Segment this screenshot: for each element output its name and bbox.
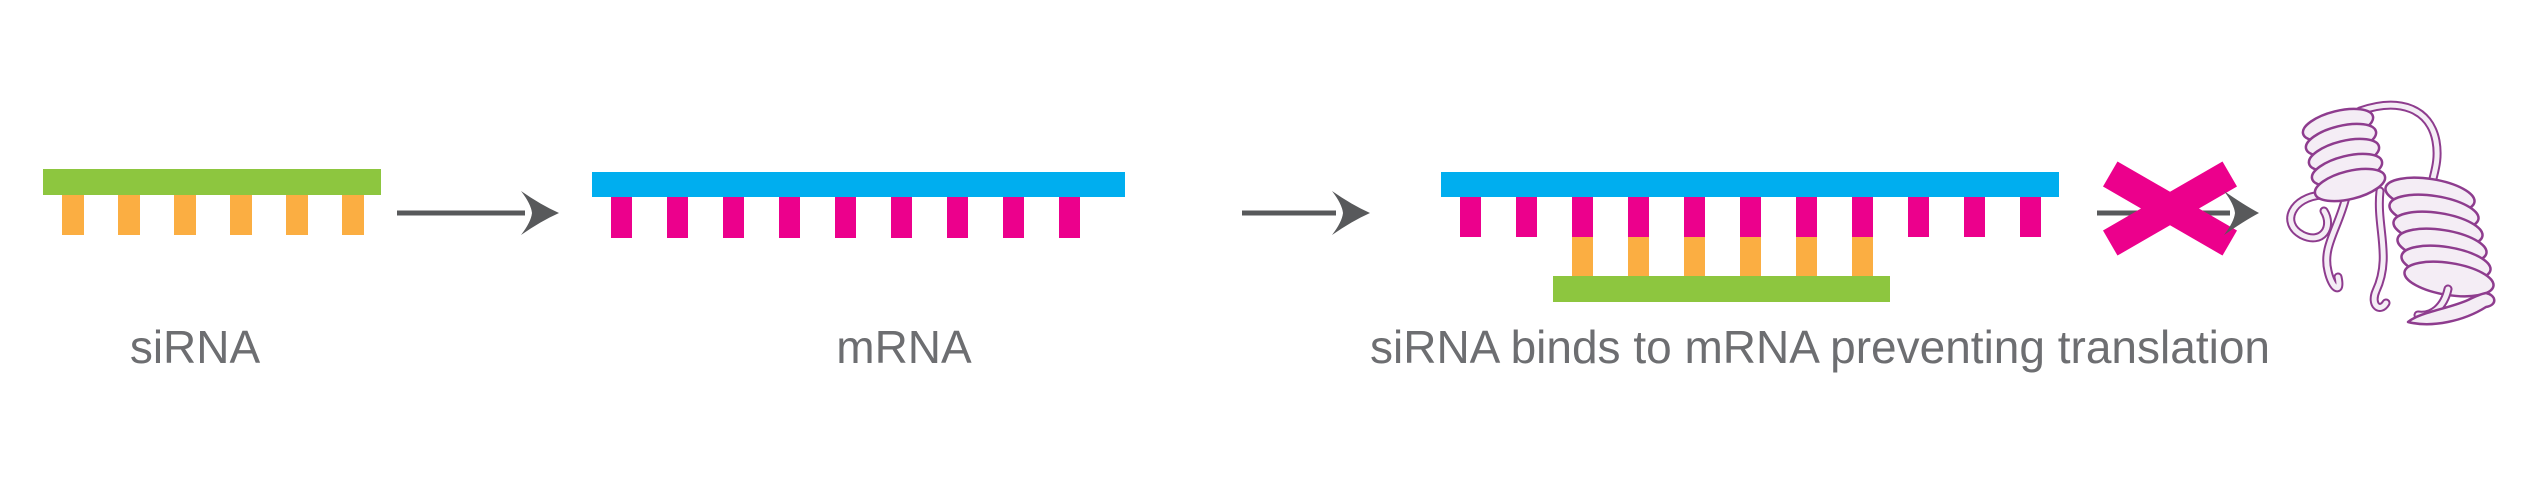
- base-tooth: [835, 197, 856, 238]
- blocked-translation-symbol: [2097, 161, 2259, 256]
- base-tooth: [1003, 197, 1024, 238]
- protein-helix-right: [2384, 176, 2495, 298]
- base-tooth: [1908, 197, 1929, 237]
- base-tooth: [1852, 197, 1873, 237]
- base-tooth: [947, 197, 968, 238]
- complex-sirna-paired-bases: [1572, 237, 1873, 276]
- base-tooth: [779, 197, 800, 238]
- base-tooth: [118, 195, 140, 235]
- right-arrow-icon: [1242, 191, 1370, 235]
- complex-label: siRNA binds to mRNA preventing translati…: [1370, 321, 2270, 373]
- right-arrow-icon: [397, 191, 559, 235]
- base-tooth: [1628, 197, 1649, 237]
- protein-tail: [2406, 284, 2496, 326]
- base-tooth: [1740, 197, 1761, 237]
- base-tooth: [1628, 237, 1649, 276]
- complex-sirna-backbone: [1553, 276, 1890, 302]
- base-tooth: [1572, 197, 1593, 237]
- x-cross-icon: [2102, 161, 2238, 256]
- base-tooth: [1964, 197, 1985, 237]
- sirna-label: siRNA: [129, 321, 261, 373]
- base-tooth: [1516, 197, 1537, 237]
- base-tooth: [891, 197, 912, 238]
- base-tooth: [1796, 237, 1817, 276]
- protein-helix-left: [2301, 107, 2387, 203]
- base-tooth: [1460, 197, 1481, 237]
- mrna-bases: [611, 197, 1080, 238]
- base-tooth: [723, 197, 744, 238]
- base-tooth: [1740, 237, 1761, 276]
- base-tooth: [667, 197, 688, 238]
- mrna-label: mRNA: [836, 321, 972, 373]
- base-tooth: [1796, 197, 1817, 237]
- sirna-backbone: [43, 169, 381, 195]
- base-tooth: [611, 197, 632, 238]
- protein-ribbon-icon: [2286, 100, 2496, 326]
- complex-mrna-backbone: [1441, 172, 2059, 197]
- base-tooth: [286, 195, 308, 235]
- mrna-molecule: [592, 172, 1125, 242]
- base-tooth: [62, 195, 84, 235]
- base-tooth: [1852, 237, 1873, 276]
- mrna-backbone: [592, 172, 1125, 197]
- complex-mrna-bases: [1460, 197, 2041, 237]
- base-tooth: [2020, 197, 2041, 237]
- sirna-bases: [62, 195, 364, 235]
- base-tooth: [1572, 237, 1593, 276]
- base-tooth: [1684, 237, 1705, 276]
- base-tooth: [1684, 197, 1705, 237]
- sirna-mrna-complex: [1441, 172, 2059, 304]
- base-tooth: [174, 195, 196, 235]
- base-tooth: [1059, 197, 1080, 238]
- base-tooth: [342, 195, 364, 235]
- base-tooth: [230, 195, 252, 235]
- protein-loops: [2286, 100, 2442, 312]
- sirna-molecule: [43, 169, 381, 239]
